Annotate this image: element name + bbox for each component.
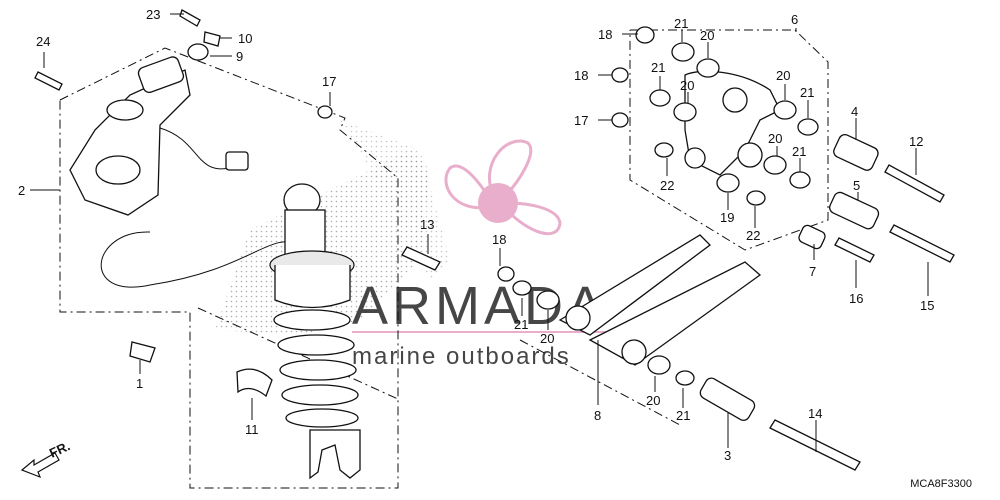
front-label: FR. xyxy=(47,438,72,460)
propeller-blade-right xyxy=(504,201,562,236)
collars-and-bolts xyxy=(401,133,955,471)
callout-21-a: 21 xyxy=(674,16,688,31)
front-arrow: FR. xyxy=(20,438,72,479)
callout-labels: 23 10 9 24 2 17 1 11 13 18 21 20 8 20 21… xyxy=(18,7,934,463)
linkage-group-boundary xyxy=(629,29,829,251)
callout-5: 5 xyxy=(853,178,860,193)
callout-20-d: 20 xyxy=(768,131,782,146)
callout-18-top2: 18 xyxy=(574,68,588,83)
callout-16: 16 xyxy=(849,291,863,306)
propeller-blade-top xyxy=(488,139,533,199)
callout-9: 9 xyxy=(236,49,243,64)
callout-14: 14 xyxy=(808,406,822,421)
shock-group-boundary xyxy=(59,47,401,489)
callout-3: 3 xyxy=(724,448,731,463)
callout-12: 12 xyxy=(909,134,923,149)
callout-21-d: 21 xyxy=(792,144,806,159)
callout-8: 8 xyxy=(594,408,601,423)
callout-20-c: 20 xyxy=(776,68,790,83)
callout-21-low: 21 xyxy=(676,408,690,423)
callout-10: 10 xyxy=(238,31,252,46)
callout-19: 19 xyxy=(720,210,734,225)
callout-21-b: 21 xyxy=(651,60,665,75)
callout-22-b: 22 xyxy=(746,228,760,243)
callout-18-top1: 18 xyxy=(598,27,612,42)
reference-code: MCA8F3300 xyxy=(910,478,972,490)
callout-13: 13 xyxy=(420,217,434,232)
callout-17-right: 17 xyxy=(574,113,588,128)
rear-shock-absorber xyxy=(269,183,361,480)
callout-22-a: 22 xyxy=(660,178,674,193)
lower-link-rod xyxy=(558,234,762,366)
callout-24: 24 xyxy=(36,34,50,49)
callout-15: 15 xyxy=(920,298,934,313)
callout-17-left: 17 xyxy=(322,74,336,89)
bearings-nuts xyxy=(34,9,819,398)
callout-20-a: 20 xyxy=(700,28,714,43)
watermark-tagline: marine outboards xyxy=(352,343,571,370)
leader-lines xyxy=(30,13,929,452)
callout-6: 6 xyxy=(791,12,798,27)
callout-21-mid: 21 xyxy=(514,317,528,332)
callout-18-mid: 18 xyxy=(492,232,506,247)
propeller-hub xyxy=(478,183,518,223)
callout-7: 7 xyxy=(809,264,816,279)
callout-1: 1 xyxy=(136,376,143,391)
callout-21-c: 21 xyxy=(800,85,814,100)
callout-20-low: 20 xyxy=(646,393,660,408)
callout-11: 11 xyxy=(245,422,259,437)
callout-20-b: 20 xyxy=(680,78,694,93)
watermark-brand: ARMADA xyxy=(352,276,607,336)
callout-4: 4 xyxy=(851,104,858,119)
callout-2: 2 xyxy=(18,183,25,198)
callout-20-mid: 20 xyxy=(540,331,554,346)
callout-23: 23 xyxy=(146,7,160,22)
electric-preload-adjuster xyxy=(69,56,301,288)
lower-link-bracket xyxy=(519,339,681,426)
